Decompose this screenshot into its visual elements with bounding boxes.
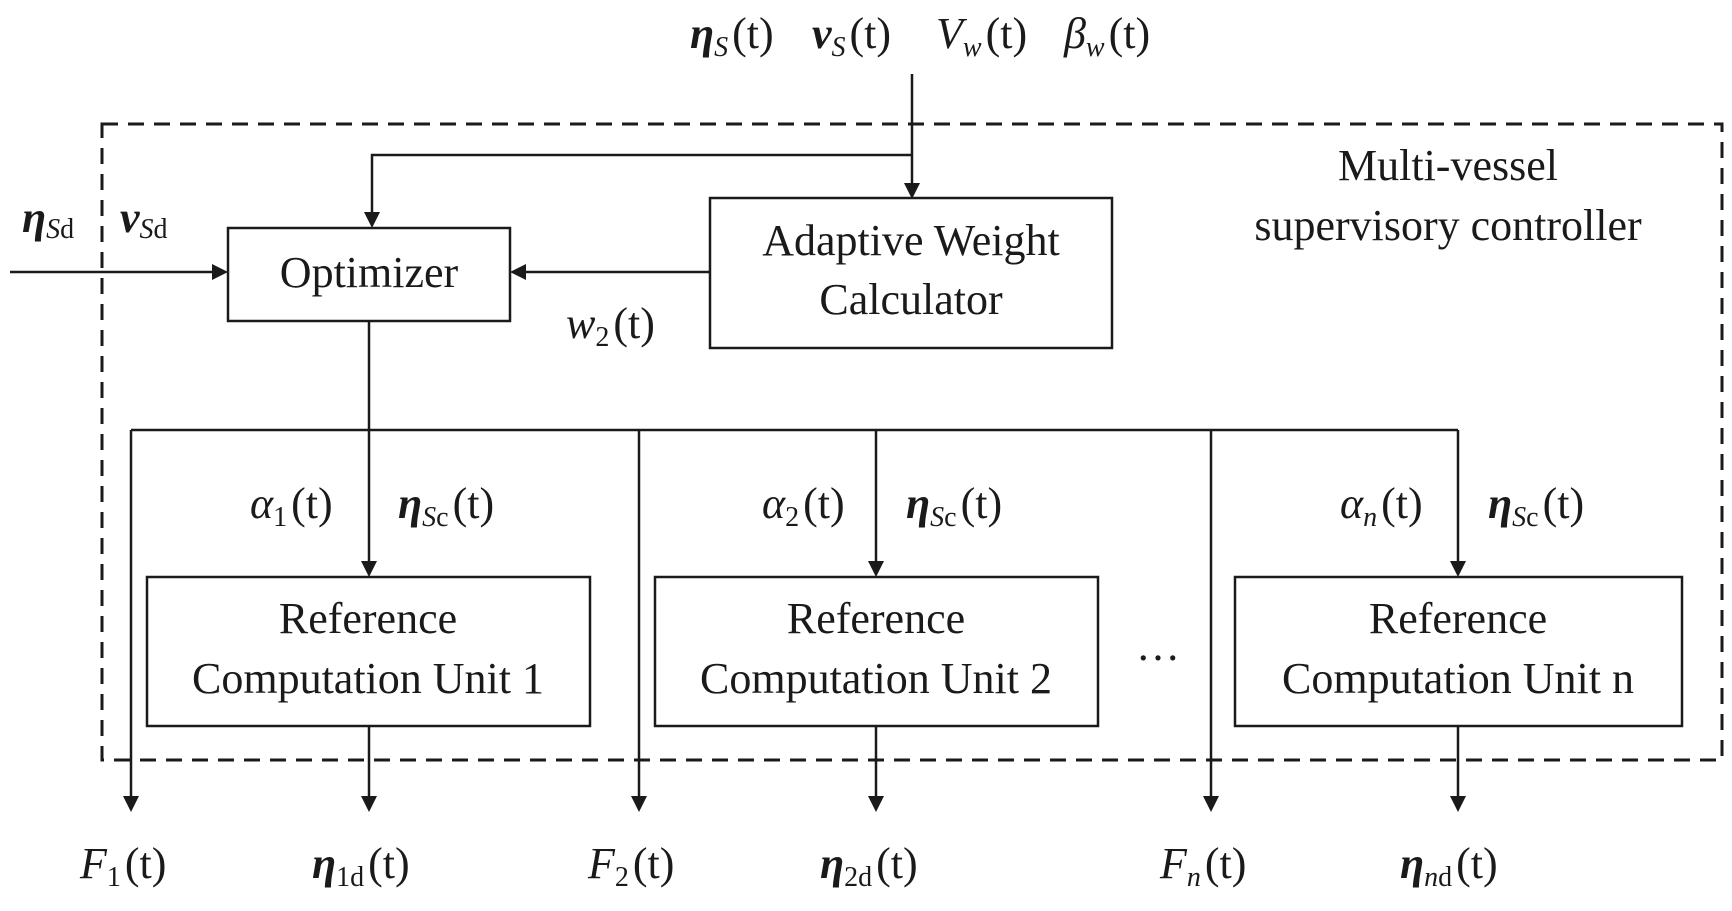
label-eta-s: ηS(t)	[690, 9, 774, 63]
arrow-left-input	[212, 264, 228, 280]
adaptive-weight-label-line1: Adaptive Weight	[762, 216, 1059, 265]
ref-unit-n-line1: Reference	[1369, 594, 1547, 643]
label-nu-s: vS(t)	[812, 9, 891, 63]
ref-unit-1-line1: Reference	[279, 594, 457, 643]
label-alpha-2: α2(t)	[762, 479, 845, 533]
optimizer-label: Optimizer	[280, 248, 459, 297]
ref-unit-2-line2: Computation Unit 2	[700, 654, 1052, 703]
controller-label-line1: Multi-vessel	[1338, 141, 1558, 190]
ref-unit-n-block	[1233, 575, 1684, 728]
label-alpha-n: αn(t)	[1340, 479, 1423, 533]
ref-unit-1-line2: Computation Unit 1	[192, 654, 544, 703]
arrow-unitn	[1450, 561, 1466, 577]
arrow-f2	[631, 796, 647, 812]
label-f1: F1(t)	[79, 839, 166, 893]
label-w2: w2(t)	[566, 299, 655, 353]
arrow-unit1	[361, 561, 377, 577]
label-eta-1d: η1d(t)	[312, 839, 410, 893]
arrow-fn	[1203, 796, 1219, 812]
controller-label-line2: supervisory controller	[1254, 201, 1642, 250]
ref-unit-2-block	[653, 575, 1100, 728]
adaptive-weight-calculator-block	[708, 196, 1114, 350]
label-nu-sd: vSd	[120, 193, 168, 245]
arrow-f1	[123, 796, 139, 812]
label-eta-sd: ηSd	[22, 193, 74, 245]
arrow-unit2-out	[868, 796, 884, 812]
label-fn: Fn(t)	[1159, 839, 1246, 893]
arrow-w2	[510, 264, 526, 280]
branch-to-optimizer-line	[370, 153, 912, 216]
label-eta-sc-n: ηSc(t)	[1488, 479, 1584, 533]
arrow-to-awc	[904, 183, 920, 199]
arrow-unit1-out	[361, 796, 377, 812]
ref-unit-2-line1: Reference	[787, 594, 965, 643]
label-eta-2d: η2d(t)	[820, 839, 918, 893]
arrow-to-optimizer-top	[364, 212, 380, 228]
label-eta-sc-2: ηSc(t)	[906, 479, 1002, 533]
adaptive-weight-label-line2: Calculator	[819, 275, 1003, 324]
label-v-w: Vw(t)	[936, 9, 1027, 63]
label-f2: F2(t)	[587, 839, 674, 893]
units-ellipsis: …	[1136, 621, 1180, 670]
arrow-unitn-out	[1450, 796, 1466, 812]
label-alpha-1: α1(t)	[250, 479, 333, 533]
ref-unit-n-line2: Computation Unit n	[1282, 654, 1634, 703]
label-beta-w: βw(t)	[1063, 9, 1150, 63]
arrow-unit2	[868, 561, 884, 577]
label-eta-nd: ηnd(t)	[1400, 839, 1498, 893]
label-eta-sc-1: ηSc(t)	[398, 479, 494, 533]
